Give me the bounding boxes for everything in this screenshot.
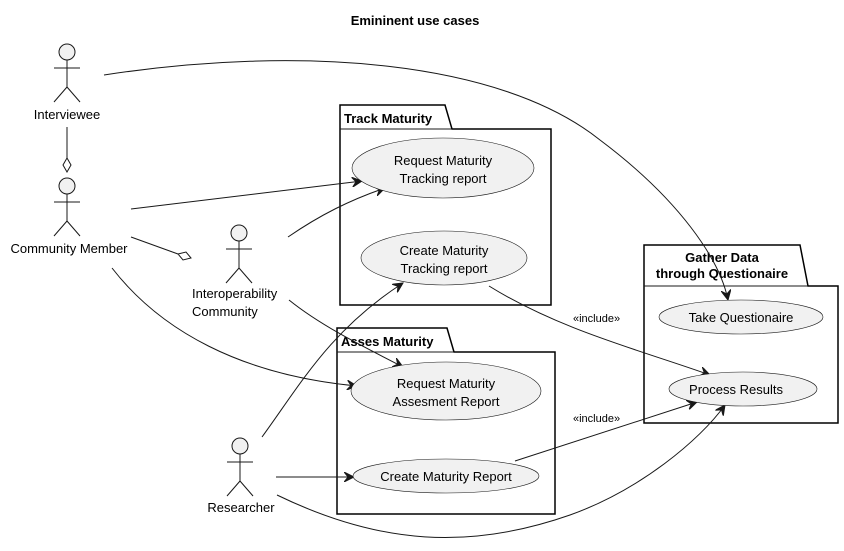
aggregation-diamond-interop: [177, 251, 192, 261]
edge-researcher-process-results: [276, 405, 725, 539]
diagram-title: Emininent use cases: [351, 13, 480, 28]
actor-interviewee: Interviewee: [34, 43, 100, 122]
usecase-create-maturity-tracking: Create Maturity Tracking report: [360, 230, 528, 286]
edge-interop-request-tracking: [287, 188, 385, 238]
edge-create-report-process-results: [514, 402, 697, 462]
actor-researcher: Researcher: [207, 437, 275, 515]
edge-community-member-request-assesment: [111, 267, 357, 386]
usecase-take-questionaire-label: Take Questionaire: [689, 310, 794, 325]
usecase-request-maturity-assesment-label-1: Request Maturity: [397, 376, 496, 391]
usecase-take-questionaire: Take Questionaire: [658, 299, 824, 335]
edge-researcher-create-tracking: [261, 283, 403, 438]
actor-interoperability-community-label-2: Community: [192, 304, 258, 319]
actor-interoperability-community-label-1: Interoperability: [192, 286, 278, 301]
actor-interviewee-label: Interviewee: [34, 107, 100, 122]
include-label-2: «include»: [573, 413, 620, 425]
usecase-create-maturity-tracking-label-2: Tracking report: [401, 261, 488, 276]
actor-researcher-label: Researcher: [207, 500, 275, 515]
usecase-request-maturity-tracking-label-2: Tracking report: [400, 171, 487, 186]
usecase-create-maturity-report-label: Create Maturity Report: [380, 469, 512, 484]
package-track-maturity-label: Track Maturity: [344, 111, 433, 126]
actor-community-member-label: Community Member: [10, 241, 128, 256]
usecase-request-maturity-tracking: Request Maturity Tracking report: [351, 137, 535, 199]
edge-community-member-request-tracking: [130, 181, 362, 210]
edge-interviewee-take-questionaire: [103, 60, 728, 300]
include-label-1: «include»: [573, 313, 620, 325]
usecase-request-maturity-tracking-label-1: Request Maturity: [394, 153, 493, 168]
package-gather-data-label-1: Gather Data: [685, 250, 759, 265]
usecase-process-results: Process Results: [668, 371, 818, 407]
usecase-create-maturity-tracking-label-1: Create Maturity: [400, 243, 489, 258]
package-gather-data-label-2: through Questionaire: [656, 266, 788, 281]
usecase-request-maturity-assesment-label-2: Assesment Report: [393, 394, 500, 409]
actor-community-member: Community Member: [10, 177, 128, 256]
aggregation-diamond-interviewee: [62, 156, 72, 174]
edges: [62, 60, 728, 539]
edge-interop-request-assesment: [288, 299, 403, 367]
edge-community-member-interop: [130, 236, 179, 255]
usecase-process-results-label: Process Results: [689, 382, 783, 397]
actor-interoperability-community: Interoperability Community: [192, 224, 278, 319]
usecase-create-maturity-report: Create Maturity Report: [352, 458, 540, 494]
usecase-request-maturity-assesment: Request Maturity Assesment Report: [350, 361, 542, 421]
package-asses-maturity-label: Asses Maturity: [341, 334, 434, 349]
edge-create-tracking-process-results: [488, 285, 710, 375]
